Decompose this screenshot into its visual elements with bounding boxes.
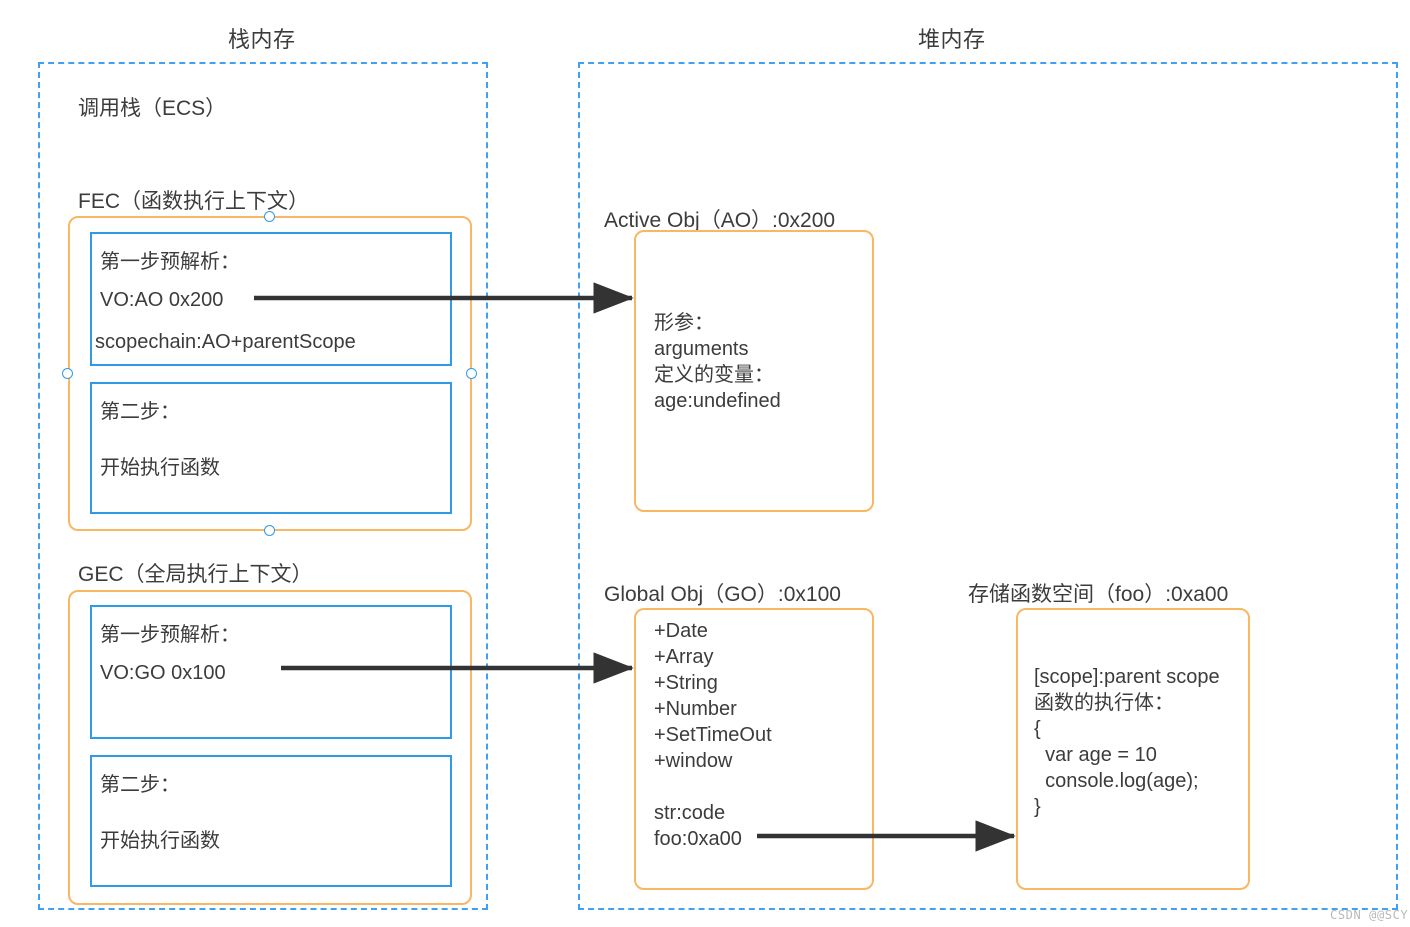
gec-step1-heading: 第一步预解析： (100, 624, 240, 646)
fec-step1-heading: 第一步预解析： (100, 251, 240, 273)
gec-step2-body: 开始执行函数 (100, 830, 220, 852)
global-obj-box: +Date +Array +String +Number +SetTimeOut… (634, 608, 874, 890)
fec-handle-bottom[interactable] (264, 525, 275, 536)
call-stack-label: 调用栈（ECS） (78, 97, 227, 120)
gec-step1-vo: VO:GO 0x100 (100, 662, 226, 684)
stack-memory-region (38, 62, 488, 910)
gec-label: GEC（全局执行上下文） (78, 563, 313, 586)
gec-step2-heading: 第二步： (100, 774, 180, 796)
global-obj-body: +Date +Array +String +Number +SetTimeOut… (654, 620, 772, 850)
heap-memory-region (578, 62, 1398, 910)
gec-step2-box: 第二步： 开始执行函数 (90, 755, 452, 887)
global-obj-title: Global Obj（GO）:0x100 (604, 583, 841, 606)
function-space-box: [scope]:parent scope 函数的执行体： { var age =… (1016, 608, 1250, 890)
active-obj-body: 形参： arguments 定义的变量： age:undefined (654, 312, 781, 412)
fec-handle-left[interactable] (62, 368, 73, 379)
fec-handle-top[interactable] (264, 211, 275, 222)
fec-step2-body: 开始执行函数 (100, 457, 220, 479)
active-obj-title: Active Obj（AO）:0x200 (604, 209, 836, 232)
heap-memory-title: 堆内存 (918, 27, 986, 52)
stack-memory-title: 栈内存 (228, 27, 296, 52)
function-space-body: [scope]:parent scope 函数的执行体： { var age =… (1034, 666, 1220, 818)
fec-step1-scopechain: scopechain:AO+parentScope (95, 331, 356, 353)
fec-step1-vo: VO:AO 0x200 (100, 289, 224, 311)
watermark: CSDN @@SCY (1330, 908, 1409, 922)
active-obj-box: 形参： arguments 定义的变量： age:undefined (634, 230, 874, 512)
function-space-title: 存储函数空间（foo）:0xa00 (968, 583, 1229, 606)
fec-handle-right[interactable] (466, 368, 477, 379)
gec-step1-box: 第一步预解析： VO:GO 0x100 (90, 605, 452, 739)
fec-step2-box: 第二步： 开始执行函数 (90, 382, 452, 514)
fec-step2-heading: 第二步： (100, 401, 180, 423)
fec-label: FEC（函数执行上下文） (78, 190, 309, 213)
